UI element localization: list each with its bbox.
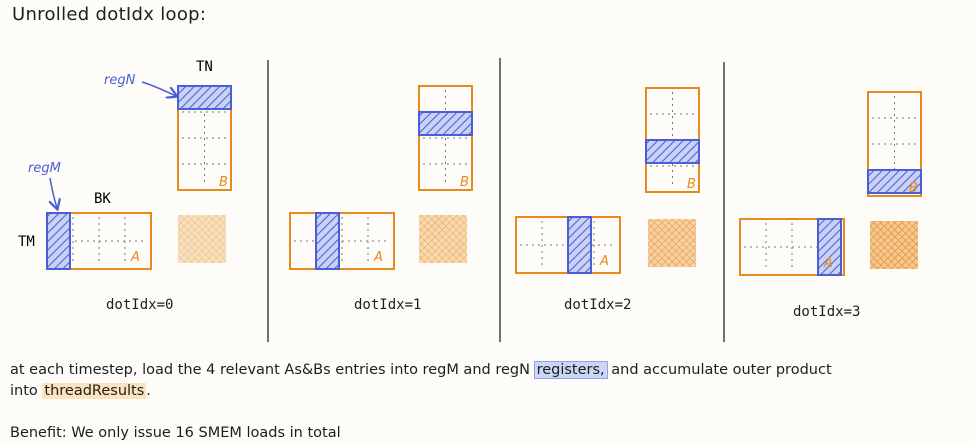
thread-results-cross: [419, 215, 467, 263]
description-text-end: and accumulate outer product: [606, 362, 832, 378]
benefit-line: Benefit: We only issue 16 SMEM loads in …: [10, 425, 341, 441]
regm-column: [46, 212, 71, 270]
description-text: at each timestep, load the 4 relevant As…: [10, 362, 535, 378]
caption-dotidx-0: dotIdx=0: [106, 297, 174, 313]
bk-label: BK: [94, 191, 111, 207]
thread-results-cross: [870, 221, 918, 269]
thread-results-cross: [648, 219, 696, 267]
regm-arrow: [50, 177, 57, 208]
matrix-a: [739, 218, 845, 276]
matrix-a-label: A: [130, 250, 140, 265]
description-text-2: into: [10, 383, 43, 399]
matrix-b-label: B: [460, 175, 469, 190]
matrix-a-label: A: [373, 250, 383, 265]
description-line-2: into threadResults.: [10, 381, 151, 401]
threadresults-highlight: threadResults: [42, 383, 147, 399]
regm-column: [315, 212, 340, 270]
thread-results-cross: [178, 215, 226, 263]
regn-row: [177, 85, 232, 110]
regm-label: regM: [28, 161, 61, 176]
matrix-a-label: A: [599, 254, 609, 269]
regn-row: [418, 111, 473, 136]
matrix-a: [289, 212, 395, 270]
regn-label: regN: [104, 73, 136, 88]
matrix-a-label: A: [823, 256, 833, 271]
regn-row: [645, 139, 700, 164]
matrix-b: [867, 91, 922, 197]
caption-dotidx-1: dotIdx=1: [354, 297, 422, 313]
regn-row: [867, 169, 922, 194]
regm-column: [817, 218, 842, 276]
regm-column: [567, 216, 592, 274]
page-title: Unrolled dotIdx loop:: [12, 4, 207, 25]
regn-arrow: [141, 81, 176, 96]
caption-dotidx-2: dotIdx=2: [564, 297, 632, 313]
tn-label: TN: [196, 59, 213, 75]
description-period: .: [146, 383, 151, 399]
registers-highlight: registers,: [533, 361, 608, 379]
matrix-b-label: B: [219, 175, 228, 190]
matrix-b-label: B: [687, 177, 696, 192]
description-line-1: at each timestep, load the 4 relevant As…: [10, 360, 832, 380]
matrix-b-label: B: [909, 181, 918, 196]
tm-label: TM: [18, 234, 35, 250]
caption-dotidx-3: dotIdx=3: [793, 304, 861, 320]
matrix-b: [418, 85, 473, 191]
